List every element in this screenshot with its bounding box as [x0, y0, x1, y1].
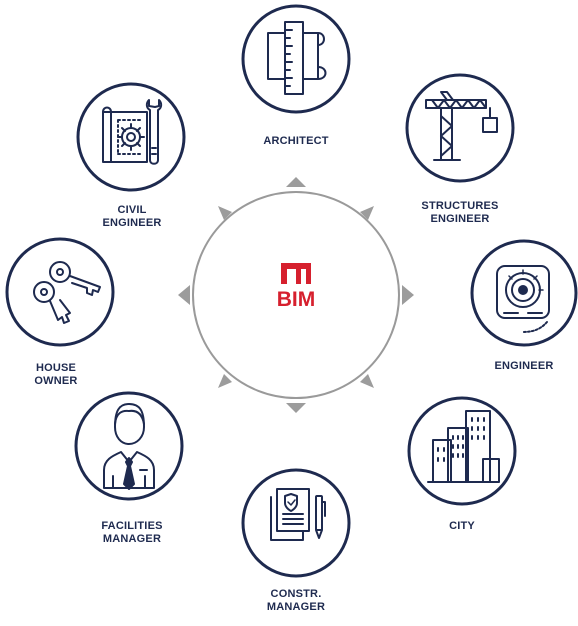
- hub-circle: [192, 191, 400, 399]
- house-owner-circle: [5, 237, 115, 347]
- city-circle: [407, 396, 517, 506]
- hub-pointers: [178, 177, 414, 413]
- civil-engineer-circle: [76, 82, 186, 192]
- dial-safe-icon: [496, 265, 550, 333]
- tower-crane-icon: [425, 91, 498, 161]
- blueprint-ruler-icon: [267, 21, 327, 95]
- role-label-facilities-manager: FACILITIES MANAGER: [101, 520, 163, 545]
- keys-icon: [33, 261, 101, 324]
- architect-circle: [241, 4, 351, 114]
- role-label-structures-engineer: STRUCTURES ENGINEER: [421, 200, 499, 225]
- businessman-icon: [103, 403, 155, 490]
- role-label-city: CITY: [449, 520, 475, 532]
- constr-manager-circle: [241, 468, 351, 578]
- bim-logo-icon: [281, 263, 311, 284]
- role-label-constr-manager: CONSTR. MANAGER: [266, 588, 326, 613]
- role-label-civil-engineer: CIVIL ENGINEER: [102, 204, 162, 229]
- documents-pen-icon: [270, 488, 326, 541]
- gear-blueprint-icon: [102, 99, 163, 165]
- facilities-manager-circle: [74, 391, 184, 501]
- role-label-house-owner: HOUSE OWNER: [34, 362, 78, 387]
- structures-engineer-circle: [405, 73, 515, 183]
- engineer-circle: [470, 239, 578, 347]
- role-label-engineer: ENGINEER: [494, 360, 554, 372]
- role-label-architect: ARCHITECT: [263, 135, 329, 147]
- city-buildings-icon: [427, 410, 500, 483]
- bim-logo-text: BIM: [277, 288, 316, 311]
